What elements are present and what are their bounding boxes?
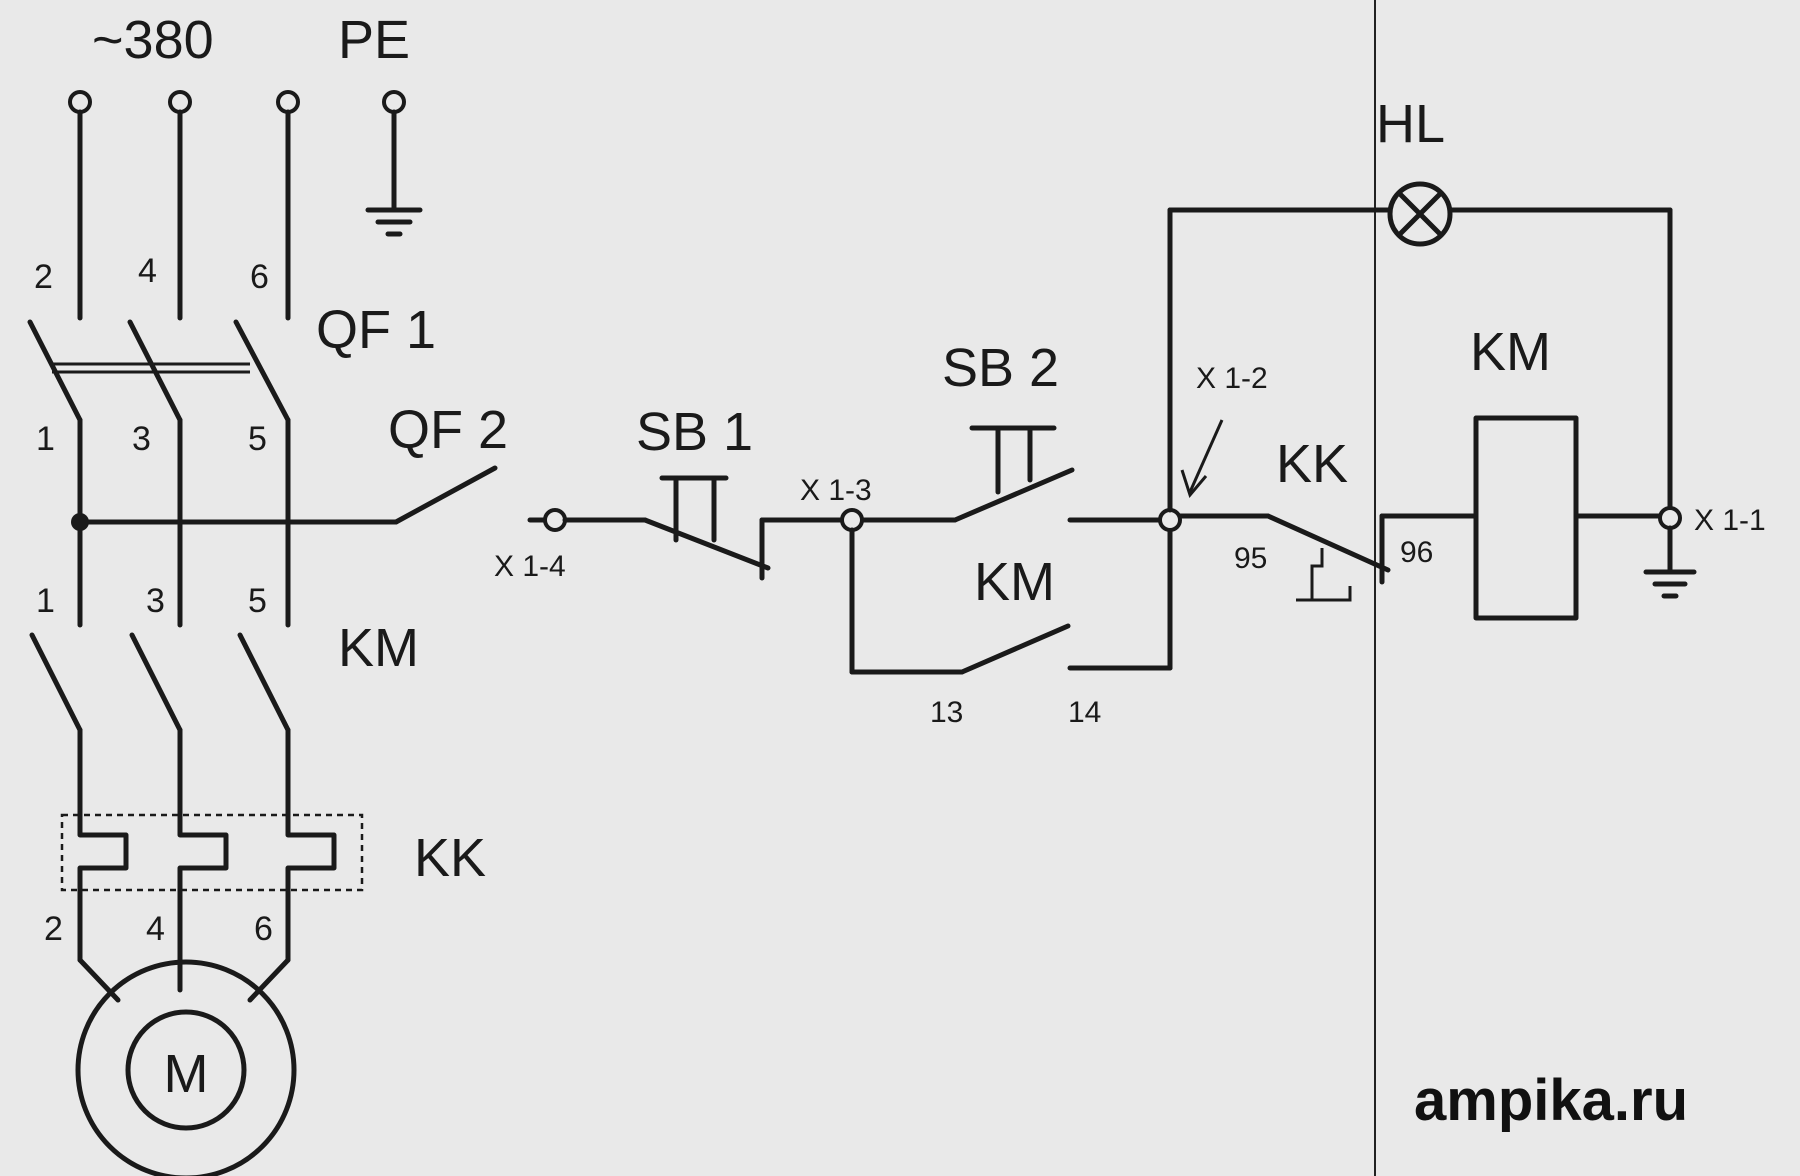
sb2-label: SB 2 xyxy=(942,338,1059,398)
terminal-number: 5 xyxy=(248,582,267,620)
terminal-number: 1 xyxy=(36,582,55,620)
terminal-95-label: 95 xyxy=(1234,542,1267,575)
terminal-number: 4 xyxy=(146,910,165,948)
x1-1-label: X 1-1 xyxy=(1694,504,1766,537)
x1-4-label: X 1-4 xyxy=(494,550,566,583)
terminal-number: 3 xyxy=(146,582,165,620)
terminal-x1-1 xyxy=(1658,506,1682,530)
qf2-breaker xyxy=(393,465,498,525)
motor-inner-ring xyxy=(125,1009,247,1131)
km-power-label: KM xyxy=(338,618,419,678)
hl-label: HL xyxy=(1376,94,1445,154)
terminal-number: 5 xyxy=(248,420,267,458)
ground-icon xyxy=(365,207,423,237)
motor-outer-ring xyxy=(75,959,297,1176)
kk-control-contact xyxy=(1177,513,1391,602)
supply-terminal-l1 xyxy=(68,90,92,114)
terminal-96-label: 96 xyxy=(1400,536,1433,569)
terminal-number: 2 xyxy=(44,910,63,948)
x1-3-label: X 1-3 xyxy=(800,474,872,507)
supply-terminal-l2 xyxy=(168,90,192,114)
terminal-14-label: 14 xyxy=(1068,696,1101,729)
terminal-number: 6 xyxy=(254,910,273,948)
junction-dot xyxy=(71,513,89,531)
km-main-contacts xyxy=(29,632,291,818)
terminal-x1-4 xyxy=(543,508,567,532)
terminal-number: 4 xyxy=(138,252,157,290)
thermal-element-icon xyxy=(1296,548,1352,602)
terminal-x1-2 xyxy=(1158,508,1182,532)
x1-2-arrow xyxy=(1180,419,1224,499)
hl-lamp-icon xyxy=(1387,181,1453,247)
pe-terminal xyxy=(382,90,406,114)
supply-label: ~380 xyxy=(92,10,214,70)
terminal-number: 6 xyxy=(250,258,269,296)
motor-label: M xyxy=(164,1044,209,1104)
power-circuit xyxy=(27,90,423,1176)
kk-dashed-box xyxy=(60,813,364,892)
km-coil-label: KM xyxy=(1470,322,1551,382)
terminal-number: 3 xyxy=(132,420,151,458)
kk-thermal-relay xyxy=(60,812,364,963)
ground-icon xyxy=(1643,569,1697,599)
km-aux-label: KM xyxy=(974,552,1055,612)
control-circuit xyxy=(393,181,1697,675)
terminal-x1-3 xyxy=(840,508,864,532)
sb1-label: SB 1 xyxy=(636,402,753,462)
terminal-number: 2 xyxy=(34,258,53,296)
kk-control-label: KK xyxy=(1276,434,1348,494)
kk-power-label: KK xyxy=(414,828,486,888)
motor xyxy=(75,959,297,1176)
terminal-13-label: 13 xyxy=(930,696,963,729)
km-aux-contact xyxy=(849,527,1173,675)
sb1-stop-button xyxy=(642,475,771,581)
terminal-number: 1 xyxy=(36,420,55,458)
x1-2-label: X 1-2 xyxy=(1196,362,1268,395)
qf2-label: QF 2 xyxy=(388,400,508,460)
supply-terminal-l3 xyxy=(276,90,300,114)
qf1-breaker xyxy=(27,319,291,628)
km-coil xyxy=(1473,415,1579,621)
watermark: ampika.ru xyxy=(1414,1068,1688,1133)
qf1-label: QF 1 xyxy=(316,300,436,360)
pe-label: PE xyxy=(338,10,410,70)
sb2-start-button xyxy=(861,425,1075,523)
